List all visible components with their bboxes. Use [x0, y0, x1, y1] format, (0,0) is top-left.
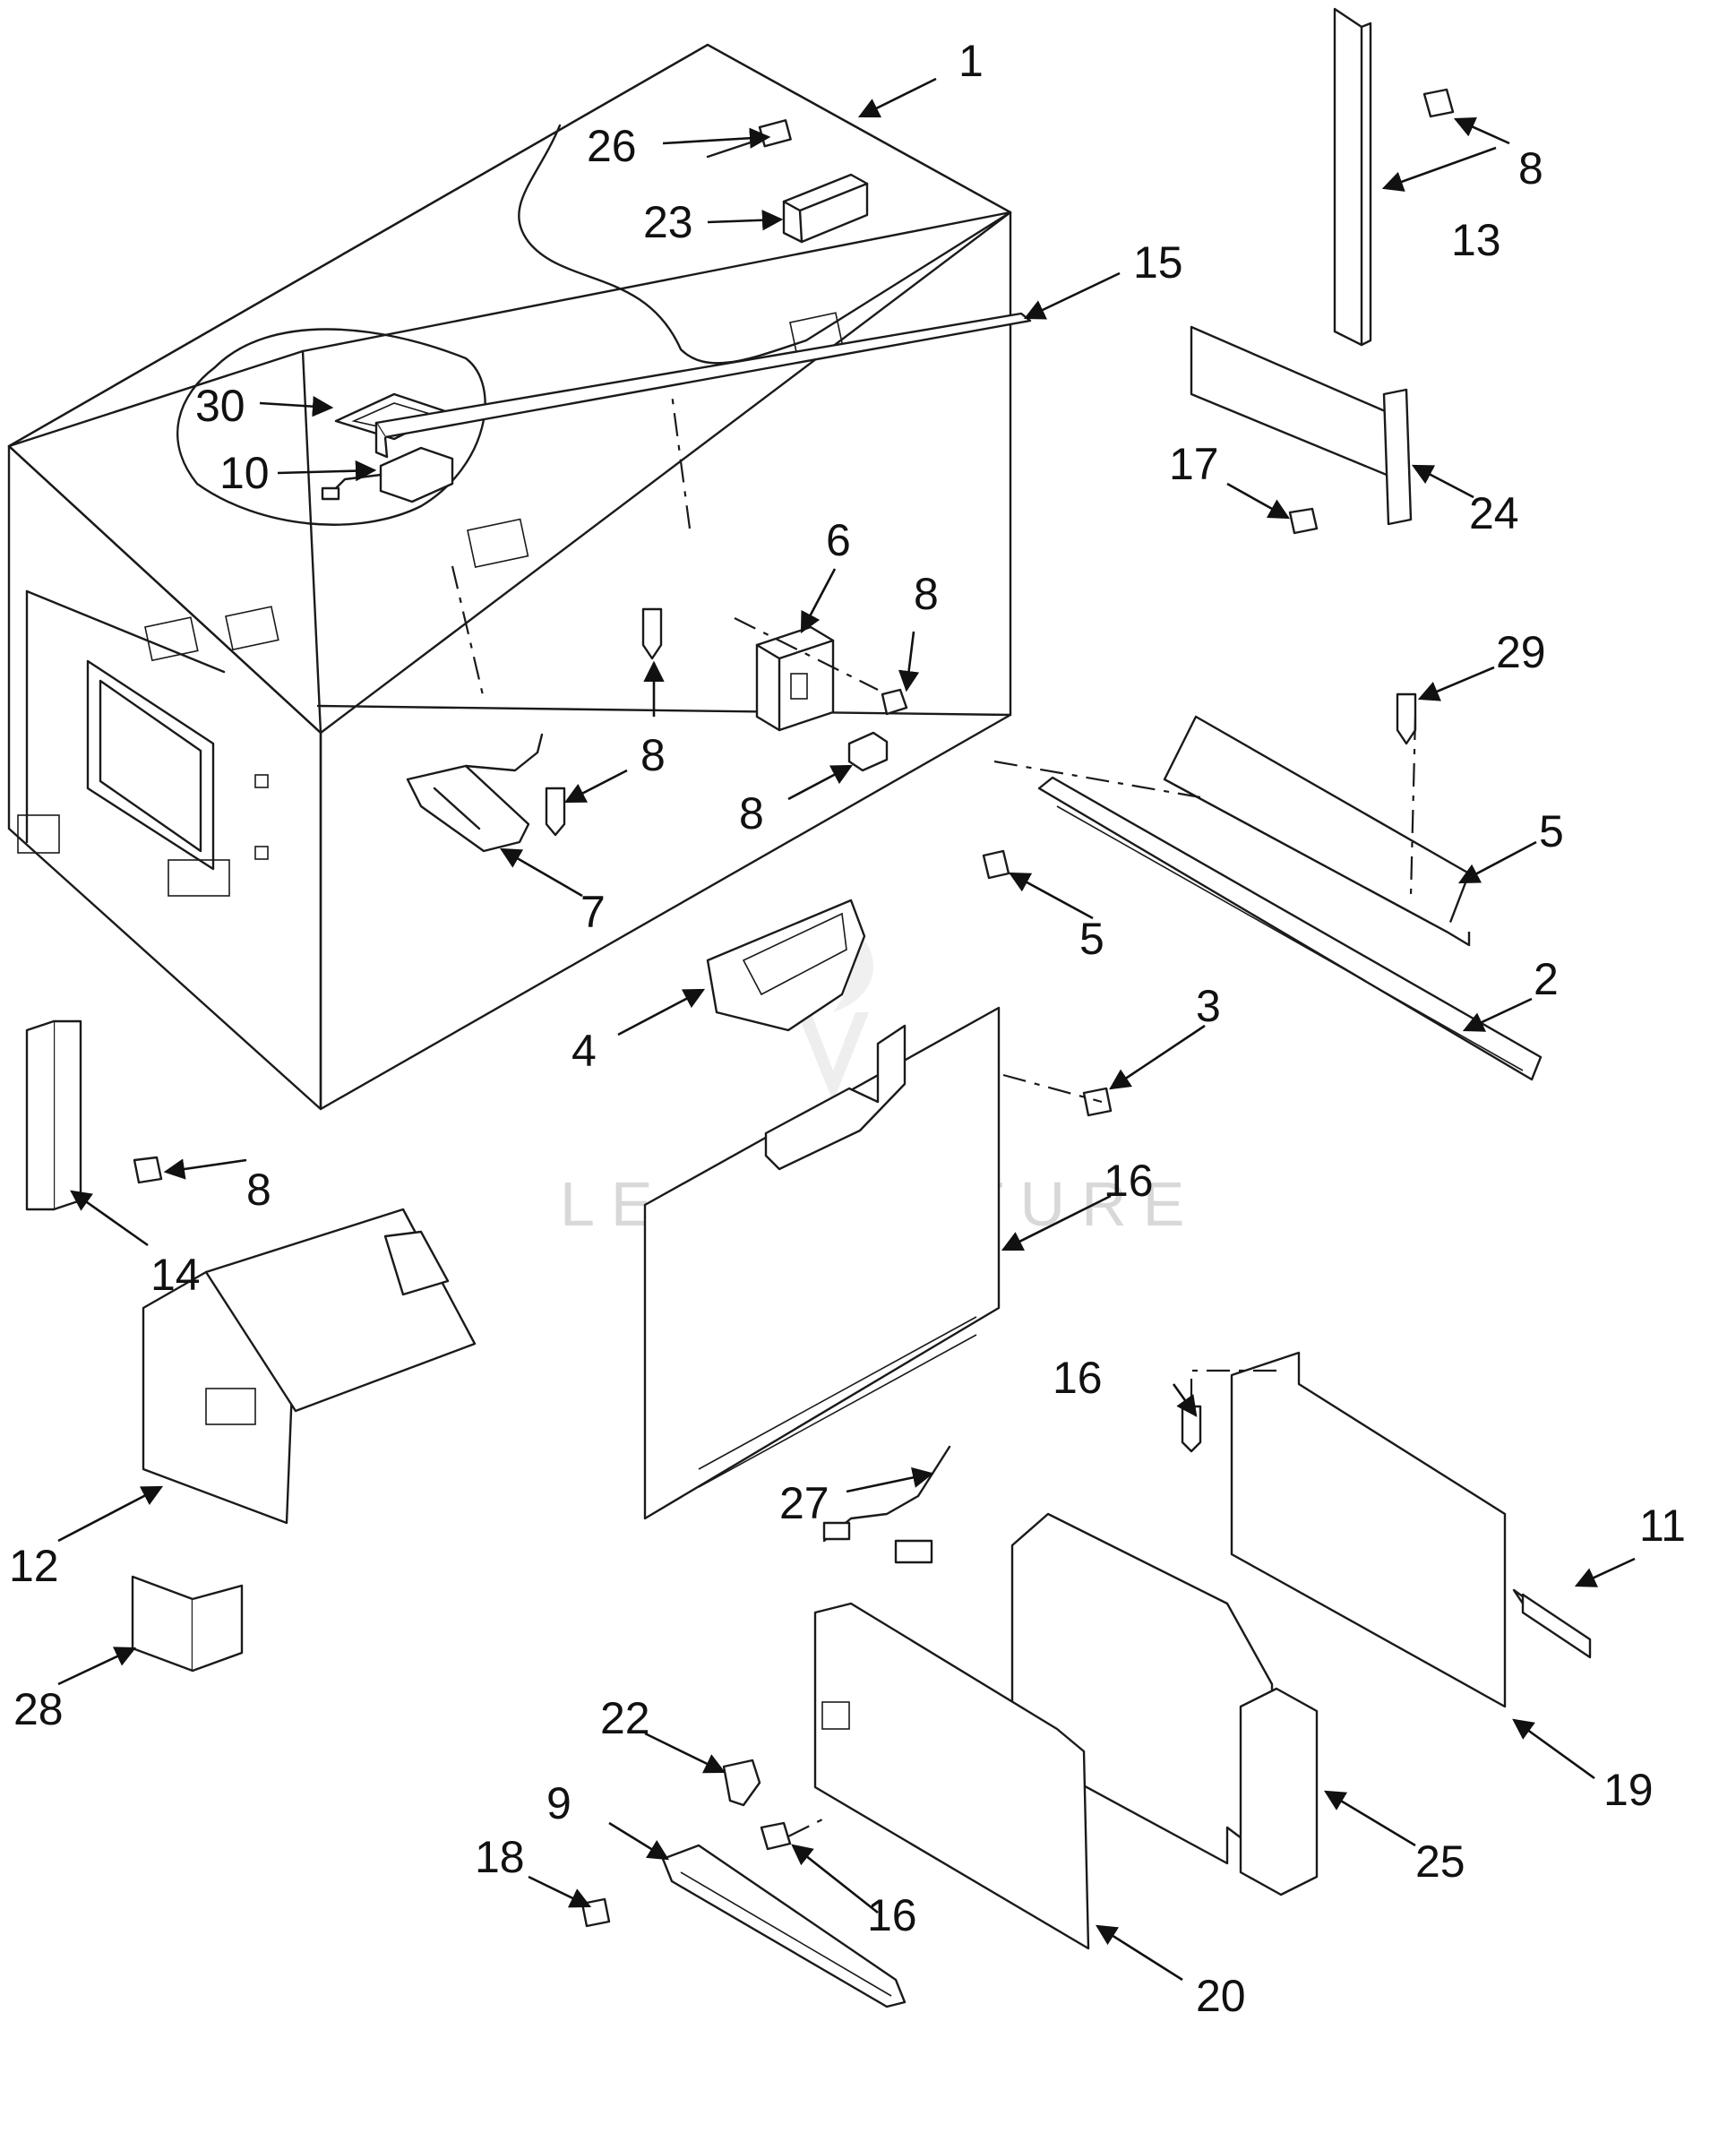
panel-part21: [813, 1602, 1090, 1950]
callout-29: 17: [1169, 439, 1219, 489]
bracket-part17: [1190, 325, 1413, 526]
screw-part8-e: [133, 1156, 163, 1184]
callout-14: 16: [1104, 1156, 1154, 1206]
callout-16-b: 16: [1053, 1353, 1103, 1403]
callout-20: 25: [1415, 1836, 1465, 1887]
callout-8-d: 8: [246, 1165, 271, 1215]
callout-24: 13: [1451, 215, 1501, 265]
control-board-part10: [321, 446, 454, 503]
strip-part24: [1333, 7, 1372, 347]
callout-16-c: 16: [867, 1890, 917, 1940]
rail-part15: [374, 312, 1032, 459]
bracket-part12: [25, 1019, 82, 1211]
callout-7: 8: [739, 788, 764, 838]
callout-11: 27: [779, 1478, 829, 1528]
screw-part8-c: [545, 787, 566, 837]
screw-part16-a: [1082, 1087, 1113, 1117]
screw-part8-d: [1422, 88, 1455, 118]
switch-part7: [847, 731, 889, 772]
callout-8-c: 8: [1518, 143, 1543, 194]
callout-8-a: 8: [914, 569, 939, 619]
plate-part27: [131, 1575, 244, 1673]
slide-part4: [1037, 776, 1543, 1081]
callout-16-a: 3: [1196, 981, 1221, 1031]
screw-part8-a: [641, 607, 663, 660]
callout-22: 19: [1603, 1765, 1654, 1815]
callout-9: 22: [600, 1693, 650, 1743]
callout-17: 24: [1469, 488, 1519, 538]
callout-2: 5: [1539, 806, 1564, 856]
screw-part16-c: [760, 1821, 792, 1851]
ice-maker-part28: [142, 1208, 477, 1525]
slide-part18: [661, 1844, 907, 2008]
panel-part14: [643, 1006, 1001, 1520]
callout-18: 9: [546, 1778, 572, 1828]
callout-19: 11: [1639, 1501, 1686, 1551]
ice-chute-part3: [706, 899, 866, 1032]
callout-5-a: 29: [1496, 627, 1546, 677]
bracket-part2: [1163, 715, 1471, 947]
callout-21: 20: [1196, 1971, 1246, 2021]
callout-12: 14: [150, 1250, 201, 1300]
callout-4: 2: [1534, 954, 1559, 1004]
screw-part25: [580, 1897, 611, 1928]
panel-part22: [1230, 1351, 1507, 1708]
harness-part11: [822, 1445, 951, 1564]
callout-5-b: 5: [1079, 914, 1104, 964]
callout-13: 7: [580, 887, 606, 937]
callout-15: 15: [1133, 237, 1183, 288]
tube-part13: [406, 733, 544, 853]
screw-part5-b: [982, 849, 1010, 880]
slide-part19: [1512, 1588, 1592, 1659]
screw-part5-a: [1396, 692, 1417, 745]
callout-28: 12: [9, 1541, 59, 1591]
screw-part8-b: [881, 688, 908, 716]
callout-10: 10: [219, 448, 270, 498]
callout-26: 26: [587, 121, 637, 171]
screw-part16-b: [1181, 1405, 1202, 1453]
callout-27: 28: [13, 1684, 64, 1734]
callout-6: 6: [826, 515, 851, 565]
switch-part9: [722, 1759, 761, 1807]
callout-arrows: [57, 77, 1636, 1982]
assembly-lines: [451, 393, 1417, 1837]
callout-1: 1: [958, 36, 984, 86]
callout-30: 30: [195, 381, 245, 431]
sensor-part23: [782, 173, 869, 244]
callout-3: 4: [572, 1026, 597, 1076]
bracket-part6: [755, 625, 835, 732]
callout-23: 23: [643, 197, 693, 247]
callout-25: 18: [475, 1832, 525, 1882]
screw-part29: [1288, 507, 1319, 535]
callout-labels: 1 26 23 15 30 10 6 8 8 8 8 8 7 13 24 17 …: [9, 36, 1686, 2021]
callout-8-b: 8: [640, 730, 666, 780]
